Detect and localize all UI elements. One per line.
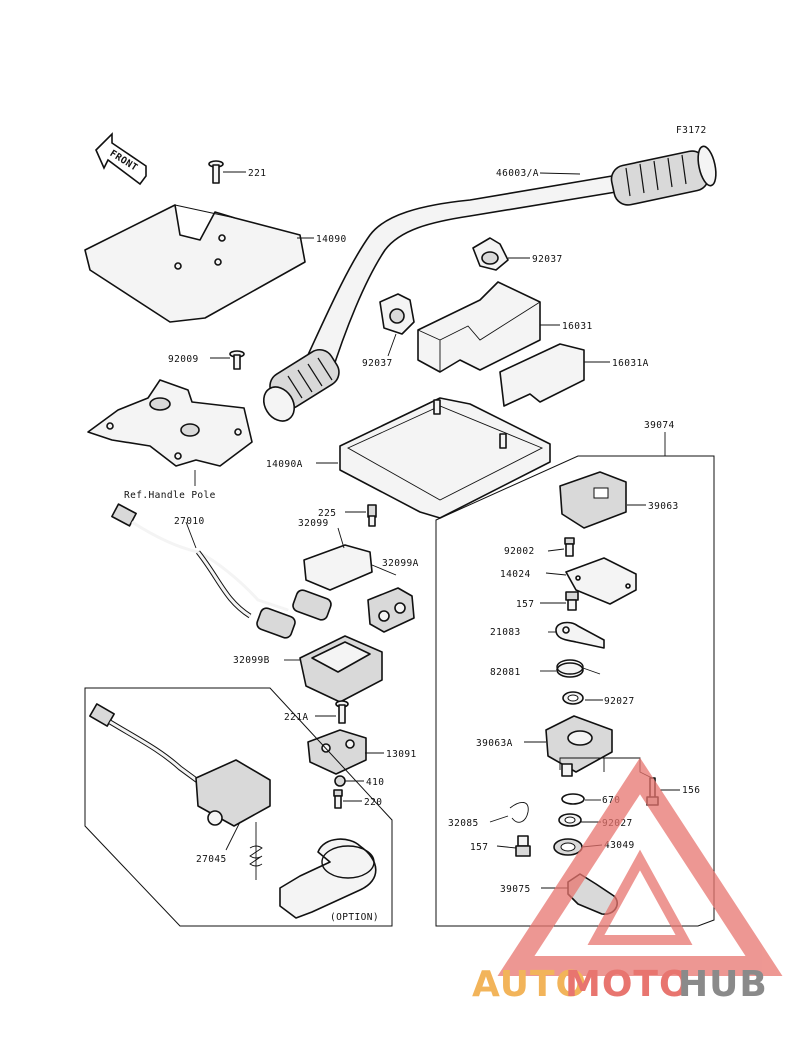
label-670: 670: [602, 795, 620, 806]
label-27045: 27045: [196, 854, 227, 865]
label-21083: 21083: [490, 627, 521, 638]
label-46003A: 46003/A: [496, 168, 539, 179]
label-32099: 32099: [298, 518, 329, 529]
label-16031A: 16031A: [612, 358, 649, 369]
screw-92002: [564, 537, 575, 557]
label-92002: 92002: [504, 546, 535, 557]
clamp-92037-top: [472, 237, 509, 271]
label-32085: 32085: [448, 818, 479, 829]
label-225: 225: [318, 508, 336, 519]
label-92027-top: 92027: [604, 696, 635, 707]
label-ref-handle-pole: Ref.Handle Pole: [124, 490, 216, 501]
watermark-logo: [497, 757, 783, 976]
seal-43049: [553, 838, 583, 856]
screw-221A: [335, 700, 349, 724]
handlebar-46003: [262, 145, 717, 422]
grommet-32099A: [367, 587, 415, 633]
wire-harness-27010: [111, 503, 332, 639]
watermark-text-moto: MOTO: [565, 964, 691, 1005]
holder-16031: [417, 281, 541, 373]
handle-pole-plate: [87, 379, 253, 467]
watermark-triangle-icon: [497, 757, 783, 976]
label-92009: 92009: [168, 354, 199, 365]
oring-670: [561, 793, 585, 805]
label-39075: 39075: [500, 884, 531, 895]
label-32099B: 32099B: [233, 655, 270, 666]
front-arrow-icon: FRONT: [95, 132, 147, 186]
label-16031: 16031: [562, 321, 593, 332]
bracket-13091: [307, 729, 367, 775]
label-14090: 14090: [316, 234, 347, 245]
label-82081: 82081: [490, 667, 521, 678]
nut-410: [334, 775, 346, 787]
label-27010: 27010: [174, 516, 205, 527]
figure-code: F3172: [676, 125, 707, 136]
washer-92027-bottom: [558, 813, 582, 827]
label-92037-left: 92037: [362, 358, 393, 369]
cover-14090: [84, 204, 306, 323]
label-39074: 39074: [644, 420, 675, 431]
label-13091: 13091: [386, 749, 417, 760]
holder-16031A: [499, 343, 585, 407]
bolt-220: [333, 789, 343, 809]
label-39063A: 39063A: [476, 738, 513, 749]
label-221A: 221A: [284, 712, 308, 723]
label-410: 410: [366, 777, 384, 788]
option-kit-27045: [89, 703, 377, 919]
label-92037-top: 92037: [532, 254, 563, 265]
label-39063: 39063: [648, 501, 679, 512]
clamp-92037-left: [379, 293, 415, 335]
label-157-bottom: 157: [470, 842, 488, 853]
label-157-top: 157: [516, 599, 534, 610]
label-14024: 14024: [500, 569, 531, 580]
switch-box-32099B: [299, 635, 383, 703]
bolt-157-bottom: [515, 835, 531, 857]
watermark-text-hub: HUB: [678, 964, 768, 1005]
screw-221: [208, 160, 224, 184]
washer-92027-top: [562, 691, 584, 705]
screw-157-top: [565, 591, 579, 611]
watermark-inner-triangle-icon: [587, 849, 693, 945]
label-220: 220: [364, 797, 382, 808]
option-kit-frame: [84, 687, 393, 927]
gasket-14024: [565, 557, 637, 605]
watermark-text-auto: AUTO: [472, 964, 587, 1005]
bolt-225: [367, 504, 377, 527]
screw-92009: [229, 350, 245, 370]
label-43049: 43049: [604, 840, 635, 851]
label-32099A: 32099A: [382, 558, 419, 569]
label-14090A: 14090A: [266, 459, 303, 470]
housing-14090A: [339, 397, 551, 519]
cover-32099: [303, 544, 373, 591]
label-221: 221: [248, 168, 266, 179]
spring-32085: [509, 802, 529, 823]
label-option: (OPTION): [330, 912, 379, 923]
plate-21083: [555, 621, 605, 649]
spring-82081: [556, 659, 601, 678]
switch-assembly-frame-39074: [435, 432, 715, 927]
lever-housing-39063A: [545, 715, 613, 777]
label-156: 156: [682, 785, 700, 796]
switch-housing-39063: [559, 471, 627, 529]
